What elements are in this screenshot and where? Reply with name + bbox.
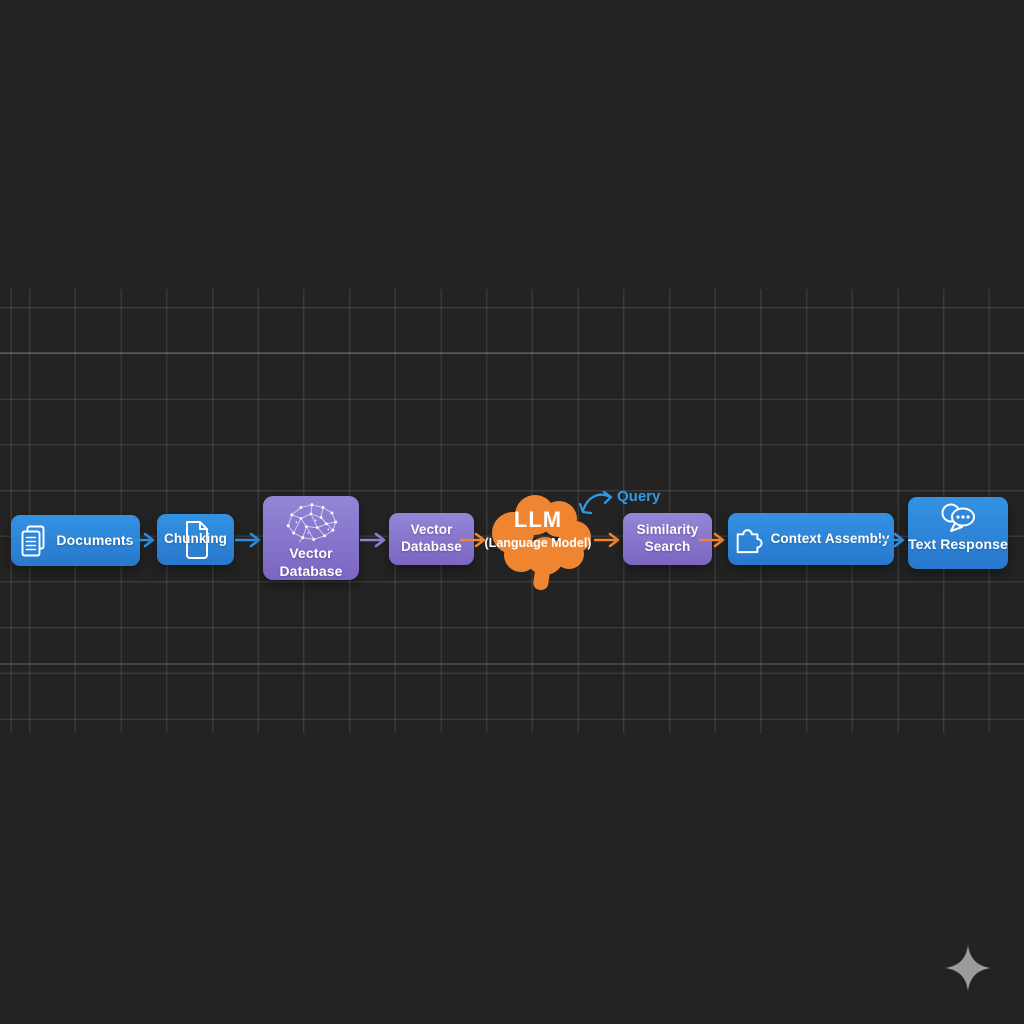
- node-label: Chunking: [163, 531, 228, 547]
- flow-arrow: [360, 532, 386, 548]
- node-label: Vector Database: [401, 522, 462, 554]
- documents-icon: [21, 525, 45, 556]
- node-llm: LLM (Language Model): [485, 492, 594, 594]
- llm-title: LLM: [513, 507, 563, 532]
- flow-arrow: [879, 532, 905, 548]
- node-label: Documents: [56, 531, 134, 548]
- grid-background: [0, 289, 1024, 733]
- query-annotation: Query: [617, 488, 661, 505]
- node-chunking: Chunking: [157, 514, 234, 565]
- chat-bubbles-icon: [941, 503, 975, 532]
- node-text-response: Text Response: [908, 497, 1008, 569]
- file-icon: [185, 520, 208, 559]
- node-documents: Documents: [11, 515, 140, 566]
- grid-highlight-line: [0, 663, 1024, 665]
- node-context-assembly: Context Assembly: [728, 513, 894, 565]
- llm-subtitle: (Language Model): [484, 536, 592, 550]
- flow-arrow: [699, 532, 725, 548]
- node-vector-database: Vector Database: [389, 513, 474, 565]
- network-brain-icon: [286, 503, 338, 543]
- brain-shape: [492, 495, 591, 591]
- grid-highlight-line: [0, 352, 1024, 354]
- node-label: Vector Database: [279, 545, 343, 579]
- flow-arrow: [235, 532, 261, 548]
- flow-arrow: [594, 532, 620, 548]
- puzzle-icon: [736, 529, 763, 554]
- node-vector-database-main: Vector Database: [263, 496, 359, 580]
- node-label: Similarity Search: [636, 522, 699, 554]
- node-label: Text Response: [908, 536, 1008, 552]
- node-label: Context Assembly: [770, 530, 890, 546]
- node-similarity-search: Similarity Search: [623, 513, 712, 565]
- query-arrow-icon: [578, 491, 613, 515]
- flow-arrow: [129, 532, 155, 548]
- flow-arrow: [460, 532, 486, 548]
- sparkle-icon: [945, 945, 991, 991]
